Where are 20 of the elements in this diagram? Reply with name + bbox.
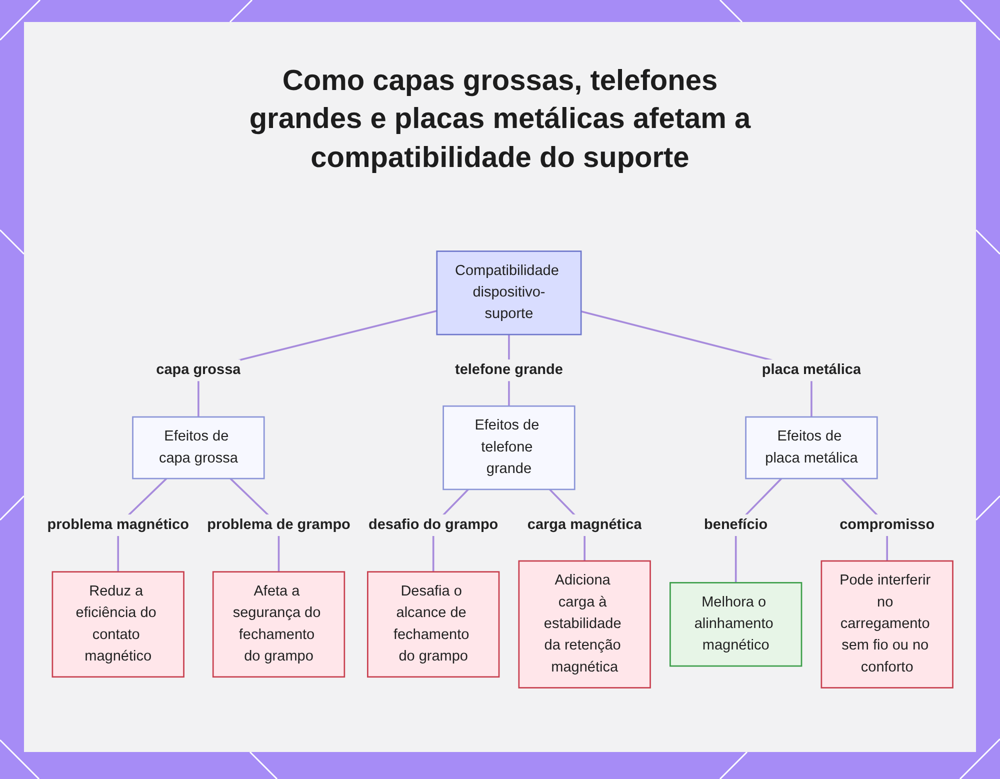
process-box: Efeitos de telefone grande [442, 405, 576, 490]
process-box: Reduz a eficiência do contato magnético [52, 571, 184, 678]
edge-label: problema magnético [47, 514, 189, 536]
edge-label: desafio do grampo [368, 514, 498, 536]
process-box: Compatibilidade dispositivo-suporte [436, 250, 582, 336]
process-box: Efeitos de placa metálica [745, 416, 878, 480]
edge-label: capa grossa [156, 359, 241, 382]
process-box: Afeta a segurança do fechamento do grampo [212, 571, 346, 678]
process-box: Adiciona carga à estabilidade da retenção magnética [518, 560, 651, 688]
process-box: Melhora o alinhamento magnético [670, 582, 802, 667]
diagram-title: Como capas grossas, telefones grandes e placas metálicas afetam a compatibilidade do suporte [248, 64, 752, 176]
edge-label: carga magnética [527, 514, 642, 536]
edge-label: benefício [704, 514, 768, 536]
edge-label: placa metálica [762, 359, 861, 382]
edge-label: problema de grampo [207, 514, 350, 536]
edge-label: compromisso [840, 514, 935, 536]
process-box: Pode interferir no carregamento sem fio ou no conforto [820, 560, 954, 688]
process-box: Efeitos de capa grossa [132, 416, 265, 480]
process-box: Desafia o alcance de fechamento do grampo [367, 571, 500, 678]
edge-label: telefone grande [455, 359, 563, 382]
